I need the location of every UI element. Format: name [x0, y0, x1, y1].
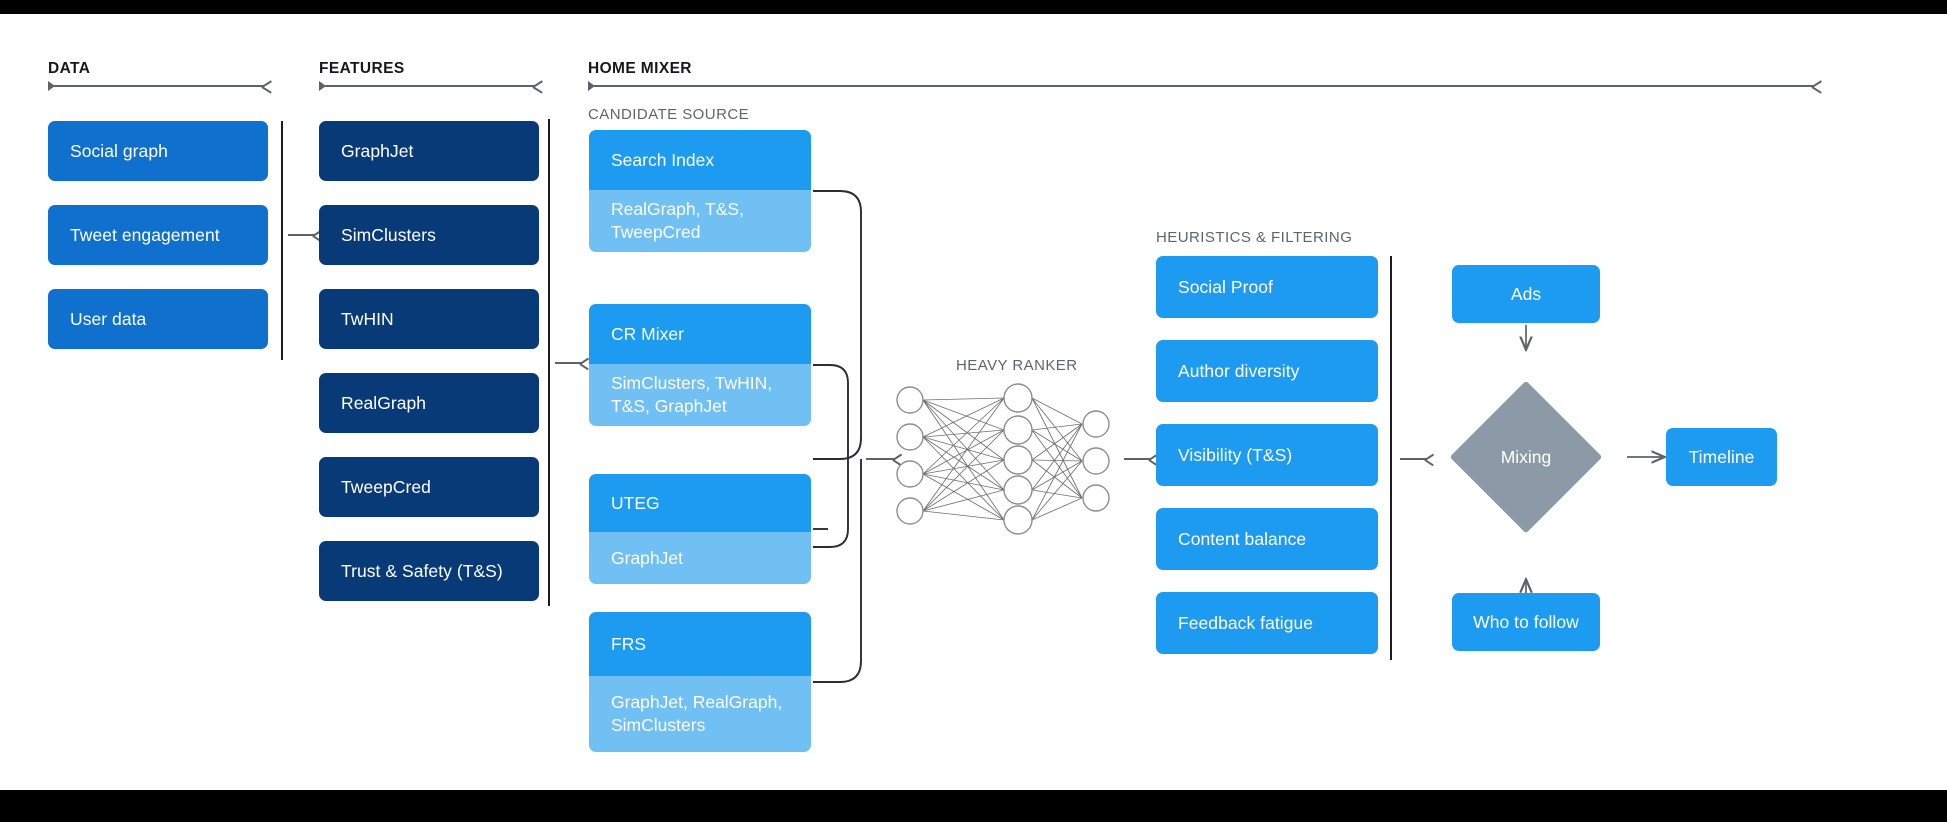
candidate-source-cr-mixer[interactable]: CR Mixer SimClusters, TwHIN, T&S, GraphJ…	[589, 304, 811, 426]
heuristic-item-visibility[interactable]: Visibility (T&S)	[1156, 424, 1378, 486]
candidate-source-features: RealGraph, T&S, TweepCred	[611, 199, 744, 242]
heuristic-item-content-balance[interactable]: Content balance	[1156, 508, 1378, 570]
feature-item-trust-safety[interactable]: Trust & Safety (T&S)	[319, 541, 539, 601]
candidate-source-title: UTEG	[611, 492, 660, 513]
output-label: Timeline	[1688, 446, 1755, 467]
candidate-source-title: FRS	[611, 633, 646, 654]
arrow-data-to-features	[288, 229, 322, 241]
arrow-ranker-to-heuristics	[1124, 453, 1158, 465]
divider-features-column	[548, 119, 550, 606]
data-item-label: User data	[70, 308, 147, 329]
feature-item-label: GraphJet	[341, 140, 414, 161]
section-title-home-mixer: HOME MIXER	[588, 60, 692, 77]
candidate-source-body: GraphJet, RealGraph, SimClusters	[589, 676, 811, 752]
feature-item-twhin[interactable]: TwHIN	[319, 289, 539, 349]
section-arrow-features	[319, 80, 543, 92]
feature-item-simclusters[interactable]: SimClusters	[319, 205, 539, 265]
candidate-source-frs[interactable]: FRS GraphJet, RealGraph, SimClusters	[589, 612, 811, 752]
feature-item-label: Trust & Safety (T&S)	[341, 560, 503, 581]
heuristic-item-label: Feedback fatigue	[1178, 612, 1314, 633]
data-item-label: Social graph	[70, 140, 168, 161]
data-item-social-graph[interactable]: Social graph	[48, 121, 268, 181]
heuristic-item-social-proof[interactable]: Social Proof	[1156, 256, 1378, 318]
candidate-source-title: Search Index	[611, 149, 715, 170]
subsection-title-heuristics: HEURISTICS & FILTERING	[1156, 229, 1353, 246]
section-arrow-home-mixer	[588, 80, 1822, 92]
candidate-source-title: CR Mixer	[611, 323, 684, 344]
feature-item-tweepcred[interactable]: TweepCred	[319, 457, 539, 517]
data-item-tweet-engagement[interactable]: Tweet engagement	[48, 205, 268, 265]
candidate-source-header: Search Index	[589, 130, 811, 190]
bottom-letterbox-bar	[0, 790, 1947, 822]
candidate-source-search-index[interactable]: Search Index RealGraph, T&S, TweepCred	[589, 130, 811, 252]
candidate-source-body: RealGraph, T&S, TweepCred	[589, 190, 811, 252]
feature-item-label: SimClusters	[341, 224, 436, 245]
feature-item-label: TweepCred	[341, 476, 431, 497]
divider-data-column	[281, 121, 283, 360]
heuristic-item-label: Visibility (T&S)	[1178, 444, 1293, 465]
output-timeline[interactable]: Timeline	[1666, 428, 1777, 486]
heuristic-item-label: Content balance	[1178, 528, 1307, 549]
nn-nodes	[896, 383, 1110, 535]
feature-item-graphjet[interactable]: GraphJet	[319, 121, 539, 181]
data-item-user-data[interactable]: User data	[48, 289, 268, 349]
mixing-input-who-to-follow[interactable]: Who to follow	[1452, 593, 1600, 651]
mixing-input-ads[interactable]: Ads	[1452, 265, 1600, 323]
candidate-source-header: UTEG	[589, 474, 811, 532]
mixing-input-label: Ads	[1510, 283, 1542, 304]
arrow-heuristics-to-mixing	[1400, 453, 1434, 465]
heuristic-item-author-diversity[interactable]: Author diversity	[1156, 340, 1378, 402]
candidate-source-features: GraphJet, RealGraph, SimClusters	[611, 692, 783, 735]
candidate-source-header: CR Mixer	[589, 304, 811, 364]
feature-item-label: TwHIN	[341, 308, 394, 329]
data-item-label: Tweet engagement	[70, 224, 220, 245]
section-arrow-data	[48, 80, 272, 92]
mixing-input-label: Who to follow	[1473, 611, 1579, 632]
candidate-source-uteg[interactable]: UTEG GraphJet	[589, 474, 811, 584]
divider-heuristics-column	[1390, 256, 1392, 660]
subsection-title-candidate-source: CANDIDATE SOURCE	[588, 106, 750, 123]
candidate-source-features: SimClusters, TwHIN, T&S, GraphJet	[611, 373, 773, 416]
section-title-features: FEATURES	[319, 60, 405, 77]
heuristic-item-label: Social Proof	[1178, 276, 1273, 297]
candidate-source-features: GraphJet	[611, 547, 683, 568]
candidate-source-body: SimClusters, TwHIN, T&S, GraphJet	[589, 364, 811, 426]
section-title-data: DATA	[48, 60, 91, 77]
nn-edges	[922, 397, 1083, 521]
feature-item-label: RealGraph	[341, 392, 427, 413]
candidate-source-header: FRS	[589, 612, 811, 676]
top-letterbox-bar	[0, 0, 1947, 14]
arrow-features-to-candidate-source	[555, 357, 589, 369]
subsection-title-heavy-ranker: HEAVY RANKER	[956, 357, 1078, 374]
feature-item-realgraph[interactable]: RealGraph	[319, 373, 539, 433]
heuristic-item-label: Author diversity	[1178, 360, 1300, 381]
arrow-candidate-to-heavy-ranker	[866, 453, 902, 465]
candidate-source-body: GraphJet	[589, 532, 811, 584]
heuristic-item-feedback-fatigue[interactable]: Feedback fatigue	[1156, 592, 1378, 654]
